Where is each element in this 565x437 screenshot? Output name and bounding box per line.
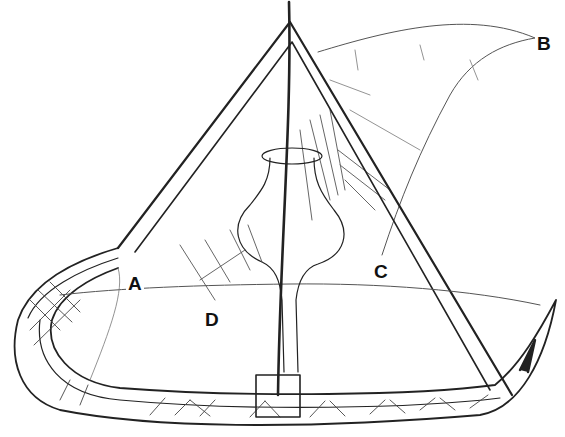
point-label: B: [535, 34, 553, 55]
point-label: A: [126, 274, 144, 295]
point-label: D: [203, 310, 221, 331]
point-label: C: [372, 262, 390, 283]
